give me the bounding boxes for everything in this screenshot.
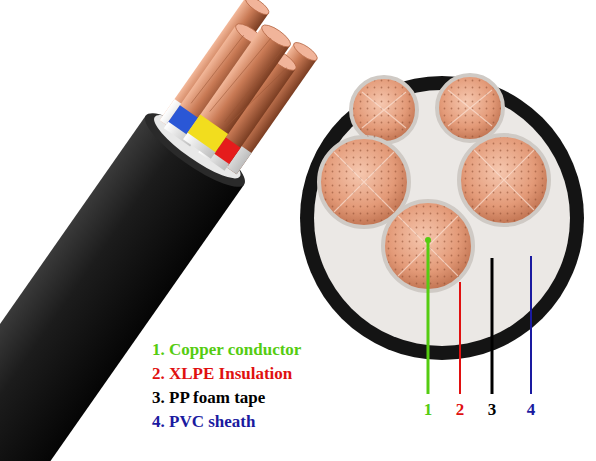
part-label: 3. PP foam tape: [152, 388, 265, 408]
callout-number: 4: [527, 400, 536, 420]
callout-number: 1: [424, 400, 433, 420]
cross-section: [300, 75, 584, 360]
cable-3d: [0, 0, 335, 461]
part-label: 1. Copper conductor: [152, 340, 301, 360]
callout-number: 2: [456, 400, 465, 420]
part-label: 2. XLPE Insulation: [152, 364, 292, 384]
part-label: 4. PVC sheath: [152, 412, 255, 432]
leader-lines: [425, 237, 531, 394]
callout-number: 3: [488, 400, 497, 420]
